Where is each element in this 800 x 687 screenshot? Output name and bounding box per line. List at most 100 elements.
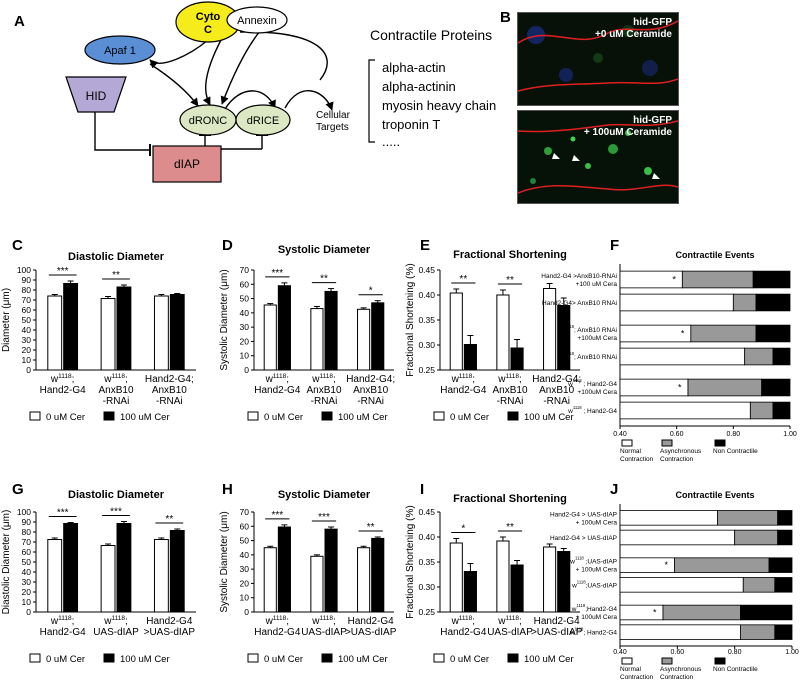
group-label: -RNAi — [103, 396, 130, 407]
arrowhead-marker — [572, 155, 580, 161]
segment-async — [681, 270, 754, 289]
significance-label: * — [369, 286, 373, 297]
group-label: w1118; — [311, 615, 336, 627]
row-label: w1118 ; Hand2-G4 — [567, 405, 617, 415]
chart-title: Contractile Events — [675, 250, 754, 260]
segment-normal — [619, 401, 751, 420]
bar — [310, 555, 324, 613]
y-tick-label: 70 — [240, 265, 250, 275]
legend-label-control: 0 uM Cer — [450, 654, 489, 665]
micrograph-bottom-caption: hid-GFP + 100uM Ceramide — [584, 115, 672, 139]
legend-label-treated: 100 uM Cer — [524, 654, 574, 665]
row-label: +100 uM Cera — [576, 281, 618, 288]
segment-async — [674, 557, 770, 573]
hid-label: HID — [86, 89, 107, 103]
y-tick-label: 20 — [240, 336, 250, 346]
legend-swatch-treated — [321, 411, 333, 421]
segment-non — [774, 624, 793, 640]
significance-label: * — [461, 524, 465, 535]
legend-swatch-non — [714, 657, 726, 665]
significance-label: ** — [165, 514, 173, 525]
group-label: Hand2-G4 — [40, 627, 87, 638]
legend-swatch-treated — [507, 411, 519, 421]
bar — [510, 347, 524, 371]
y-tick-label: 0.45 — [418, 507, 435, 517]
chart-title: Diastolic Diameter — [68, 251, 165, 263]
y-tick-label: 0 — [244, 607, 249, 617]
group-label: Hand2-G4 — [440, 385, 487, 396]
bar — [63, 523, 79, 613]
x-tick-label: 1.00 — [785, 649, 799, 656]
group-label: Hand2-G4 — [254, 627, 301, 638]
bar — [371, 537, 385, 613]
legend-swatch-treated — [321, 653, 333, 663]
annexin-label: Annexin — [237, 15, 277, 27]
legend-swatch-treated — [103, 653, 115, 663]
bar — [371, 302, 385, 371]
y-tick-label: 20 — [240, 578, 250, 588]
x-tick-label: 1.00 — [783, 431, 797, 438]
y-tick-label: 30 — [22, 335, 32, 345]
group-label: Hand2-G4 — [254, 385, 301, 396]
legend-label-non: Non Contractile — [713, 448, 758, 455]
segment-non — [768, 557, 793, 573]
bar — [63, 283, 79, 371]
significance-label: *** — [57, 266, 69, 277]
significance-label: ** — [459, 274, 467, 285]
micrograph-top: hid-GFP +0 uM Ceramide — [517, 12, 679, 106]
y-tick-label: 90 — [22, 275, 32, 285]
legend-label-non: Non Contractile — [713, 666, 758, 673]
micrograph-top-caption-line-2: +0 uM Ceramide — [595, 29, 672, 40]
bar — [116, 523, 132, 613]
bar — [100, 298, 116, 371]
arrowhead-marker — [652, 173, 660, 179]
segment-async — [662, 604, 741, 621]
legend-label-normal: Normal — [620, 448, 642, 455]
significance-label: *** — [271, 510, 283, 521]
bar — [357, 308, 371, 371]
significance-label: *** — [318, 512, 330, 523]
legend-label-control: 0 uM Cer — [450, 412, 489, 423]
segment-non — [777, 529, 793, 546]
legend-label-async: Asynchronous — [660, 448, 702, 455]
panel-letter-e: E — [420, 237, 430, 254]
bar — [357, 547, 371, 613]
y-axis-label: Systolic Diameter (μm) — [219, 511, 230, 612]
chart-title: Fractional Shortening — [453, 249, 567, 261]
bar — [153, 295, 169, 371]
y-tick-label: 80 — [22, 285, 32, 295]
legend-label-normal: Normal — [620, 666, 642, 673]
legend-swatch-control — [433, 653, 445, 663]
legend-swatch-async — [661, 657, 673, 665]
bar — [543, 546, 557, 613]
cellular-targets-label-1: Cellular — [316, 110, 351, 121]
row-label: +100uM Cera — [577, 335, 617, 342]
y-tick-label: 10 — [22, 597, 32, 607]
segment-normal — [619, 604, 664, 621]
panel-letter-h: H — [222, 481, 233, 498]
group-label: Hand2-G4 — [40, 385, 87, 396]
segment-non — [777, 510, 793, 526]
significance-star: * — [678, 383, 682, 393]
y-tick-label: 40 — [22, 567, 32, 577]
bar — [557, 551, 571, 613]
contractile-item-1: alpha-actinin — [382, 79, 456, 94]
bar — [310, 308, 324, 371]
segment-normal — [619, 529, 736, 546]
legend-swatch-control — [29, 653, 41, 663]
group-label: Hand2-G4; — [145, 374, 194, 385]
significance-label: ** — [506, 522, 514, 533]
legend-label-treated: 100 uM Cer — [338, 654, 388, 665]
bar — [263, 547, 277, 613]
chart-title: Diastolic Diameter — [68, 489, 165, 501]
heart-tube-outline-upper — [518, 120, 678, 133]
bar — [169, 530, 185, 613]
legend-swatch-normal — [621, 657, 633, 665]
group-label: w1118; — [103, 615, 128, 627]
contractile-bracket — [368, 59, 375, 143]
